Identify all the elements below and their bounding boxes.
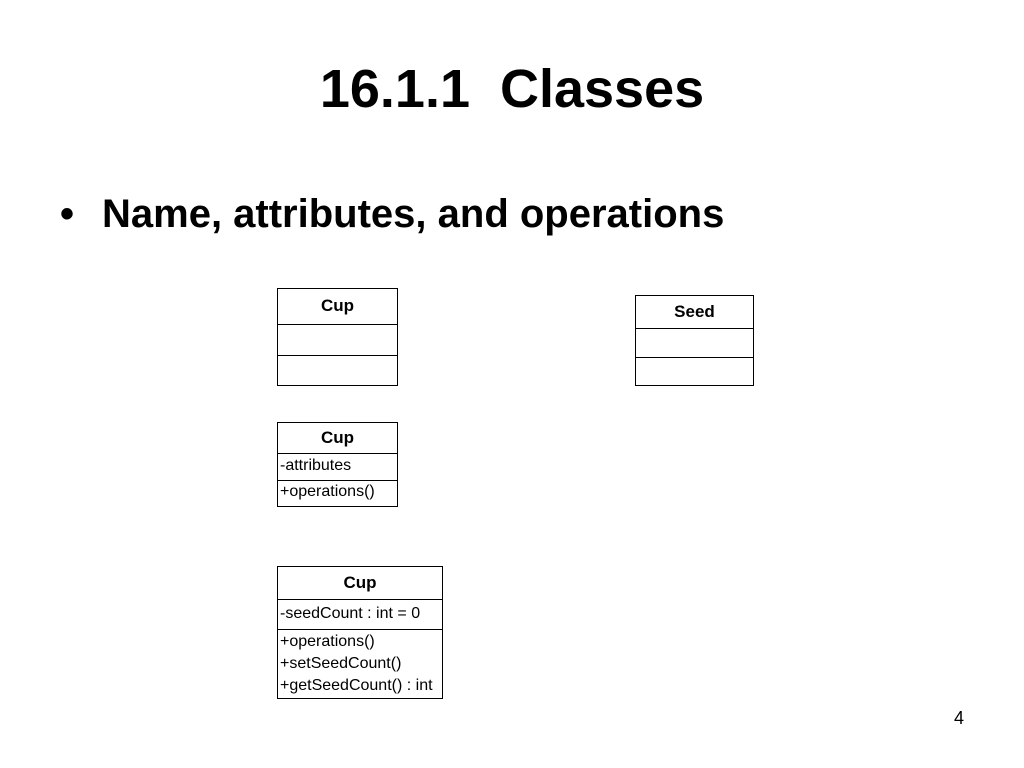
page-number: 4 [953, 708, 964, 728]
attribute-line: -seedCount : int = 0 [280, 605, 421, 622]
operation-line: +operations() [280, 633, 375, 650]
attributes-compartment: -attributes [278, 454, 397, 481]
uml-class-cup-detailed: Cup -seedCount : int = 0 +operations() +… [277, 566, 443, 699]
operations-compartment: +operations() [278, 481, 397, 505]
attributes-compartment [636, 329, 753, 358]
attribute-line: -attributes [280, 457, 352, 474]
operations-compartment [278, 356, 397, 384]
class-name: Cup [278, 423, 397, 454]
bullet-item: • Name, attributes, and operations [60, 190, 724, 238]
uml-class-cup-generic: Cup -attributes +operations() [277, 422, 398, 507]
operations-compartment: +operations() +setSeedCount() +getSeedCo… [278, 630, 442, 698]
class-name: Seed [636, 296, 753, 329]
bullet-text: Name, attributes, and operations [102, 192, 725, 236]
class-name: Cup [278, 567, 442, 600]
uml-class-cup-empty: Cup [277, 288, 398, 386]
bullet-dot-icon: • [60, 192, 75, 236]
slide-title: 16.1.1 Classes [319, 59, 705, 119]
operation-line: +getSeedCount() : int [280, 677, 433, 694]
attributes-compartment: -seedCount : int = 0 [278, 600, 442, 630]
operation-line: +setSeedCount() [280, 655, 402, 672]
class-name: Cup [278, 289, 397, 325]
uml-class-seed: Seed [635, 295, 754, 386]
attributes-compartment [278, 325, 397, 356]
operations-compartment [636, 358, 753, 384]
operation-line: +operations() [280, 483, 375, 500]
